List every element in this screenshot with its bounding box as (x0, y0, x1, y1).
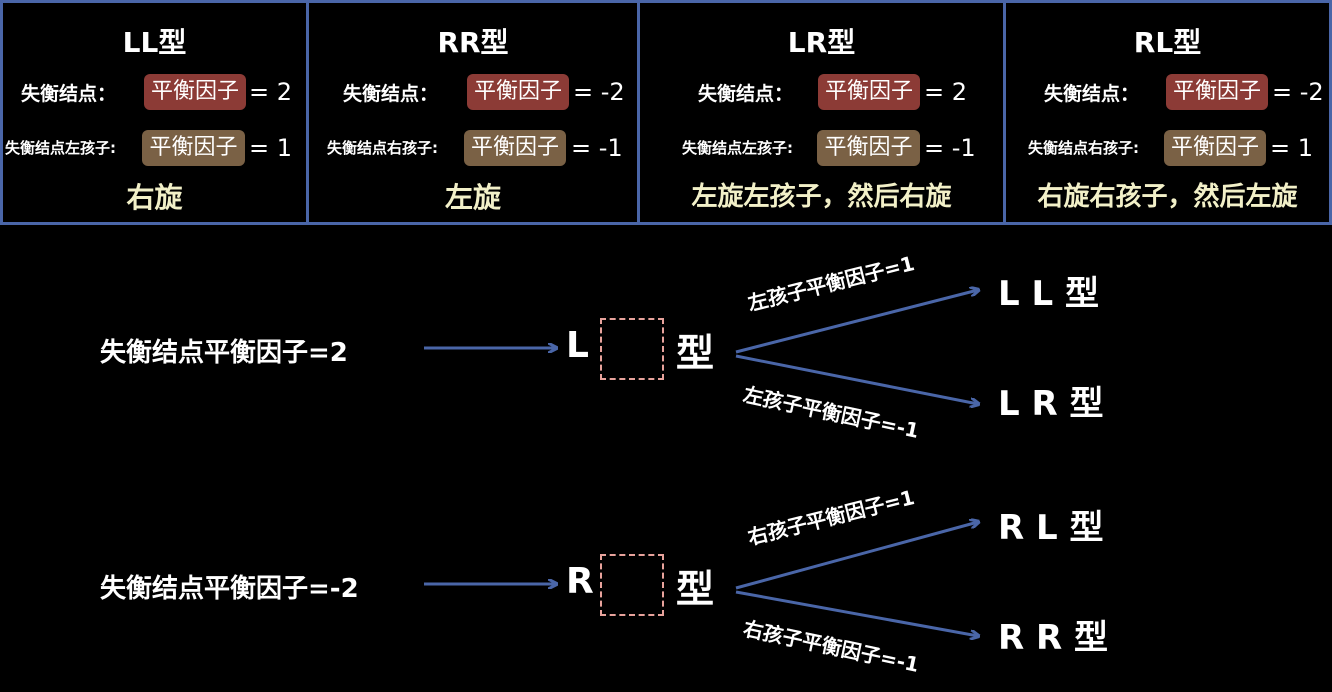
row-label: 失衡结点： (1044, 83, 1140, 105)
table-right-border (1329, 0, 1332, 224)
dashed-placeholder-box (600, 554, 664, 616)
balance-factor-tag: 平衡因子 (1166, 74, 1268, 110)
condition-label-positive: 失衡结点平衡因子=2 (100, 338, 348, 368)
branch-arrow-rr (735, 590, 978, 636)
row-label: 失衡结点： (21, 83, 117, 105)
balance-factor-value: = 1 (249, 134, 293, 162)
cell-title: LR型 (787, 26, 856, 59)
type-prefix-r: R (566, 561, 594, 602)
result-rr-type: R R 型 (998, 618, 1109, 658)
result-lr-type: L R 型 (998, 384, 1104, 424)
rotation-method: 右旋右孩子，然后左旋 (1037, 182, 1298, 212)
balance-factor-value: = -1 (924, 134, 976, 162)
branch-arrow-ll (735, 290, 978, 354)
row-label: 失衡结点右孩子: (1028, 139, 1139, 157)
table-left-border (0, 0, 3, 224)
balance-factor-value: = -2 (1272, 78, 1324, 106)
balance-factor-value: = -2 (573, 78, 625, 106)
row-label: 失衡结点右孩子: (327, 139, 438, 157)
table-divider-3 (1003, 0, 1006, 224)
child-node-row: 失衡结点左孩子: 平衡因子 = 1 (3, 127, 306, 167)
balance-factor-value: = -1 (571, 134, 623, 162)
cell-title: LL型 (122, 26, 187, 59)
rotation-method: 左旋 (444, 181, 501, 214)
row-label: 失衡结点： (698, 83, 794, 105)
table-divider-2 (637, 0, 640, 224)
result-ll-type: L L 型 (998, 274, 1100, 314)
balance-factor-tag: 平衡因子 (818, 74, 920, 110)
result-rl-type: R L 型 (998, 508, 1104, 548)
unbalanced-node-row: 失衡结点： 平衡因子 = -2 (309, 71, 637, 111)
balance-factor-tag: 平衡因子 (464, 130, 566, 166)
row-label: 失衡结点左孩子: (5, 139, 116, 157)
balance-factor-tag: 平衡因子 (817, 130, 920, 166)
cell-title: RL型 (1133, 26, 1202, 59)
balance-factor-value: = 2 (924, 78, 968, 106)
balance-factor-tag: 平衡因子 (1164, 130, 1266, 166)
rotation-type-table: LL型 失衡结点： 平衡因子 = 2 失衡结点左孩子: 平衡因子 = 1 右旋 … (0, 0, 1332, 225)
rotation-method: 右旋 (126, 181, 183, 214)
branch-arrow-lr (735, 354, 978, 404)
type-suffix: 型 (676, 567, 715, 611)
table-bottom-border (0, 222, 1332, 225)
table-cell-rl: RL型 失衡结点： 平衡因子 = -2 失衡结点右孩子: 平衡因子 = 1 右旋… (1006, 3, 1329, 222)
rotation-method: 左旋左孩子，然后右旋 (691, 182, 952, 212)
condition-label-negative: 失衡结点平衡因子=-2 (100, 574, 359, 604)
balance-factor-tag: 平衡因子 (144, 74, 246, 110)
table-cell-rr: RR型 失衡结点： 平衡因子 = -2 失衡结点右孩子: 平衡因子 = -1 左… (309, 3, 637, 222)
balance-factor-value: = 2 (249, 78, 293, 106)
row-label: 失衡结点左孩子: (682, 139, 793, 157)
unbalanced-node-row: 失衡结点： 平衡因子 = 2 (640, 71, 1003, 111)
table-divider-1 (306, 0, 309, 224)
child-node-row: 失衡结点右孩子: 平衡因子 = -1 (309, 127, 637, 167)
type-suffix: 型 (676, 331, 715, 375)
unbalanced-node-row: 失衡结点： 平衡因子 = -2 (1006, 71, 1329, 111)
table-top-border (0, 0, 1332, 3)
balance-factor-tag: 平衡因子 (142, 130, 245, 166)
table-cell-lr: LR型 失衡结点： 平衡因子 = 2 失衡结点左孩子: 平衡因子 = -1 左旋… (640, 3, 1003, 222)
branch-arrow-rl (735, 522, 978, 590)
balance-factor-value: = 1 (1270, 134, 1314, 162)
balance-factor-tag: 平衡因子 (467, 74, 569, 110)
type-prefix-l: L (566, 325, 589, 366)
unbalanced-node-row: 失衡结点： 平衡因子 = 2 (3, 71, 306, 111)
table-cell-ll: LL型 失衡结点： 平衡因子 = 2 失衡结点左孩子: 平衡因子 = 1 右旋 (3, 3, 306, 222)
child-node-row: 失衡结点左孩子: 平衡因子 = -1 (640, 127, 1003, 167)
row-label: 失衡结点： (343, 83, 439, 105)
child-node-row: 失衡结点右孩子: 平衡因子 = 1 (1006, 127, 1329, 167)
cell-title: RR型 (437, 26, 509, 59)
dashed-placeholder-box (600, 318, 664, 380)
